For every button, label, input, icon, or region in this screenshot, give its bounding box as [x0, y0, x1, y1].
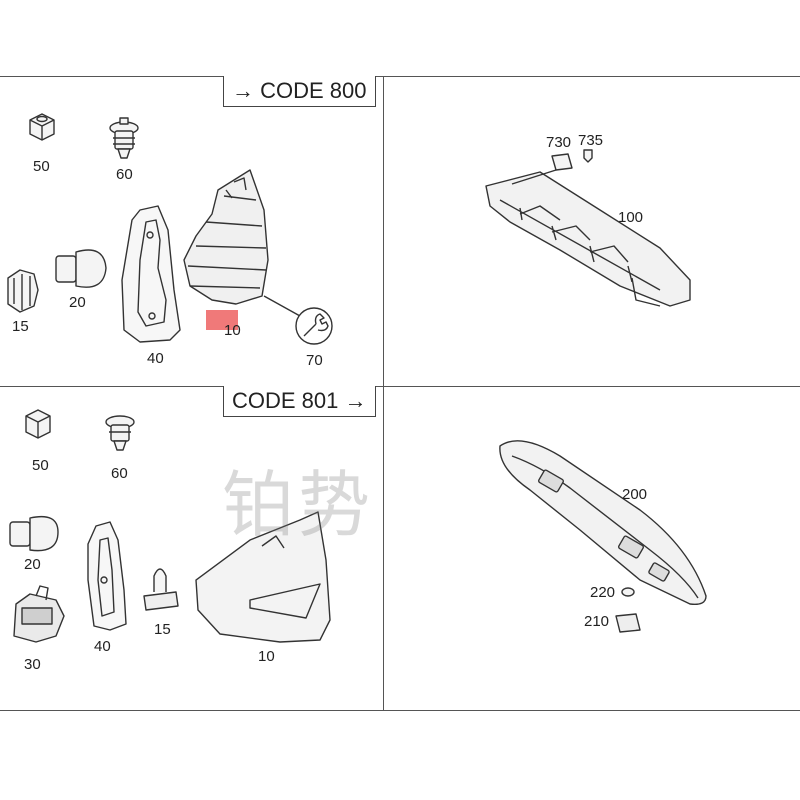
code-800-label: CODE 800 [260, 78, 367, 103]
label-210: 210 [584, 613, 610, 630]
wrench-icon-70 [295, 307, 333, 345]
label-70-top: 70 [306, 352, 323, 369]
part-220 [621, 587, 635, 597]
bottom-border [0, 710, 800, 711]
module-part-30 [13, 585, 65, 643]
label-50-top: 50 [33, 158, 50, 175]
socket-part-15-top [7, 269, 39, 313]
center-divider [383, 76, 384, 710]
part-735 [583, 149, 593, 163]
nut-part-50-top [29, 113, 55, 141]
lamp-housing-part-10-top [183, 169, 269, 305]
label-20-bottom: 20 [24, 556, 41, 573]
lamp-housing-part-10-bottom [195, 511, 331, 643]
code-800-box: → CODE 800 [223, 76, 376, 107]
clip-part-60-bottom [105, 415, 135, 451]
bulb-part-20-top [55, 249, 107, 288]
label-40-top: 40 [147, 350, 164, 367]
leader-line-70 [263, 295, 301, 317]
trim-part-100 [485, 171, 691, 307]
part-730 [511, 153, 573, 185]
label-10-top: 10 [224, 322, 241, 339]
label-100: 100 [618, 209, 644, 226]
nut-part-50-bottom [25, 409, 51, 439]
code-801-box: CODE 801 → [223, 386, 376, 417]
label-60-top: 60 [116, 166, 133, 183]
socket-part-15-bottom [143, 568, 179, 611]
gasket-part-40-top [121, 205, 181, 343]
label-40-bottom: 40 [94, 638, 111, 655]
middle-divider [0, 386, 800, 387]
label-735: 735 [578, 132, 604, 149]
label-30: 30 [24, 656, 41, 673]
label-200: 200 [622, 486, 648, 503]
label-50-bottom: 50 [32, 457, 49, 474]
part-210 [615, 613, 641, 633]
label-60-bottom: 60 [111, 465, 128, 482]
top-border [0, 76, 800, 77]
arrow-right-icon: → [232, 78, 254, 103]
label-10-bottom: 10 [258, 648, 275, 665]
label-15-bottom: 15 [154, 621, 171, 638]
gasket-part-40-bottom [87, 521, 127, 631]
highlight-marker [206, 310, 238, 330]
bulb-part-20-bottom [9, 515, 59, 552]
label-20-top: 20 [69, 294, 86, 311]
clip-part-60-top [109, 117, 139, 159]
code-801-label: CODE 801 [232, 388, 339, 413]
label-730: 730 [546, 134, 572, 151]
watermark: 铂势 [222, 463, 375, 547]
label-15-top: 15 [12, 318, 29, 335]
trim-part-200 [499, 440, 707, 606]
label-220: 220 [590, 584, 616, 601]
arrow-right-icon: → [344, 388, 367, 413]
